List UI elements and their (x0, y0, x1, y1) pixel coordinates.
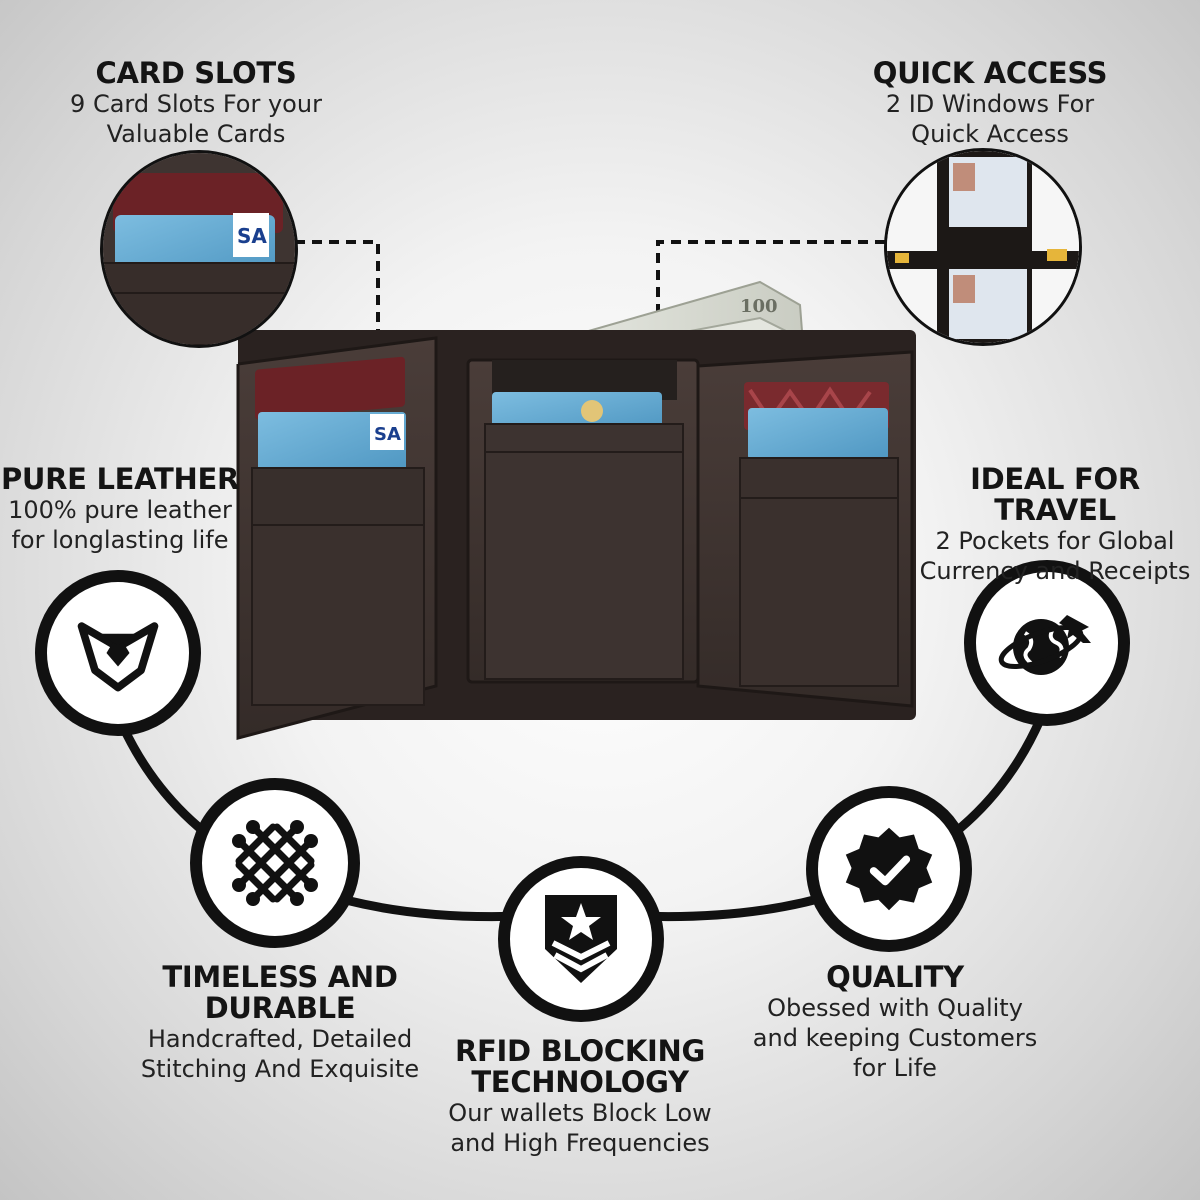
card-slots-title: CARD SLOTS (95, 56, 297, 90)
ideal-travel-text: IDEAL FOR TRAVEL 2 Pockets for Global Cu… (910, 464, 1200, 586)
stitching-grid-icon (232, 820, 318, 906)
shield-star-icon (545, 895, 617, 983)
quality-text: QUALITY Obessed with Quality and keeping… (730, 962, 1060, 1083)
globe-plane-icon (998, 615, 1091, 675)
card-slots-text: CARD SLOTS 9 Card Slots For your Valuabl… (36, 58, 356, 149)
card-slots-desc-1: 9 Card Slots For your (70, 90, 322, 118)
quick-access-text: QUICK ACCESS 2 ID Windows For Quick Acce… (830, 58, 1150, 149)
svg-text:SA: SA (237, 224, 267, 248)
pure-leather-title: PURE LEATHER (0, 462, 240, 496)
rfid-desc-1: Our wallets Block Low (448, 1099, 712, 1127)
rfid-title-2: TECHNOLOGY (471, 1065, 689, 1099)
ideal-travel-title: IDEAL FOR TRAVEL (970, 462, 1140, 527)
timeless-durable-text: TIMELESS AND DURABLE Handcrafted, Detail… (110, 962, 450, 1084)
rfid-title-1: RFID BLOCKING (454, 1034, 706, 1068)
id-windows-closeup-icon (887, 151, 1079, 343)
pure-leather-desc-1: 100% pure leather (8, 496, 232, 524)
card-slots-desc-2: Valuable Cards (106, 120, 286, 148)
rfid-blocking-circle (498, 856, 664, 1022)
pure-leather-desc-2: for longlasting life (11, 526, 229, 554)
ideal-travel-desc-1: 2 Pockets for Global (935, 527, 1175, 555)
card-slots-closeup-icon: SA (103, 153, 295, 345)
quick-access-desc-1: 2 ID Windows For (885, 90, 1095, 118)
pure-leather-circle (35, 570, 201, 736)
timeless-desc-1: Handcrafted, Detailed (147, 1025, 413, 1053)
rfid-desc-2: and High Frequencies (450, 1129, 710, 1157)
quality-desc-1: Obessed with Quality (767, 994, 1023, 1022)
check-seal-icon (845, 827, 933, 911)
leather-badge-icon (77, 622, 159, 692)
rfid-text: RFID BLOCKING TECHNOLOGY Our wallets Blo… (420, 1036, 740, 1158)
quality-circle (806, 786, 972, 952)
timeless-desc-2: Stitching And Exquisite (140, 1055, 420, 1083)
quality-desc-3: for Life (853, 1054, 937, 1082)
quick-access-title: QUICK ACCESS (872, 56, 1108, 90)
svg-text:SA: SA (374, 424, 401, 445)
ideal-travel-circle (964, 560, 1130, 726)
timeless-title-1: TIMELESS AND (162, 960, 398, 994)
card-slots-photo: SA (100, 150, 298, 348)
timeless-durable-circle (190, 778, 360, 948)
quality-title: QUALITY (826, 960, 964, 994)
quick-access-desc-2: Quick Access (911, 120, 1069, 148)
quick-access-leader (656, 240, 885, 355)
svg-text:100: 100 (740, 296, 778, 317)
timeless-title-2: DURABLE (204, 991, 356, 1025)
quick-access-photo (884, 148, 1082, 346)
card-slots-leader (295, 240, 380, 355)
ideal-travel-desc-2: Currency and Receipts (919, 557, 1191, 585)
quality-desc-2: and keeping Customers (752, 1024, 1038, 1052)
pure-leather-text: PURE LEATHER 100% pure leather for longl… (0, 464, 240, 555)
